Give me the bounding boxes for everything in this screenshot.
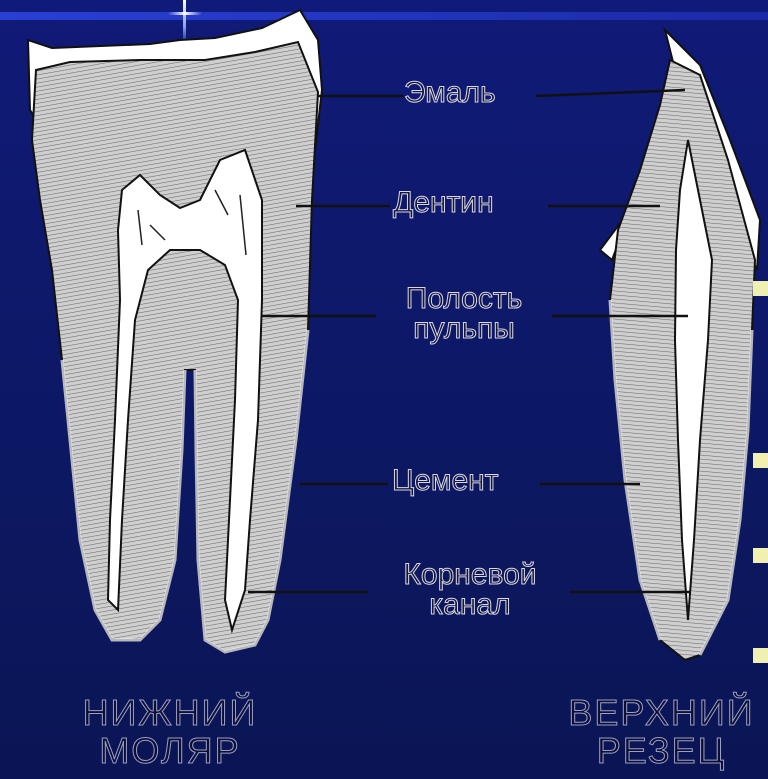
bullet-marker-1 <box>753 281 768 296</box>
label-root-canal: Корневой канал <box>370 560 570 620</box>
label-cement: Цемент <box>392 466 499 496</box>
caption-incisor-line2: РЕЗЕЦ <box>555 732 768 770</box>
bullet-marker-2 <box>753 453 768 468</box>
label-pulp-cavity: Полость пульпы <box>378 284 550 344</box>
bullet-marker-4 <box>753 648 768 663</box>
label-canal-line2: канал <box>370 590 570 620</box>
upper-incisor-drawing <box>600 30 760 660</box>
caption-molar-line1: НИЖНИЙ <box>60 694 280 732</box>
label-pulp-line1: Полость <box>378 284 550 314</box>
label-pulp-line2: пульпы <box>378 314 550 344</box>
caption-upper-incisor: ВЕРХНИЙ РЕЗЕЦ <box>555 694 768 770</box>
bullet-marker-3 <box>753 548 768 563</box>
label-enamel: Эмаль <box>404 78 496 108</box>
caption-lower-molar: НИЖНИЙ МОЛЯР <box>60 694 280 770</box>
label-canal-line1: Корневой <box>370 560 570 590</box>
label-dentin: Дентин <box>393 188 494 218</box>
caption-incisor-line1: ВЕРХНИЙ <box>555 694 768 732</box>
caption-molar-line2: МОЛЯР <box>60 732 280 770</box>
lower-molar-drawing <box>28 10 322 652</box>
